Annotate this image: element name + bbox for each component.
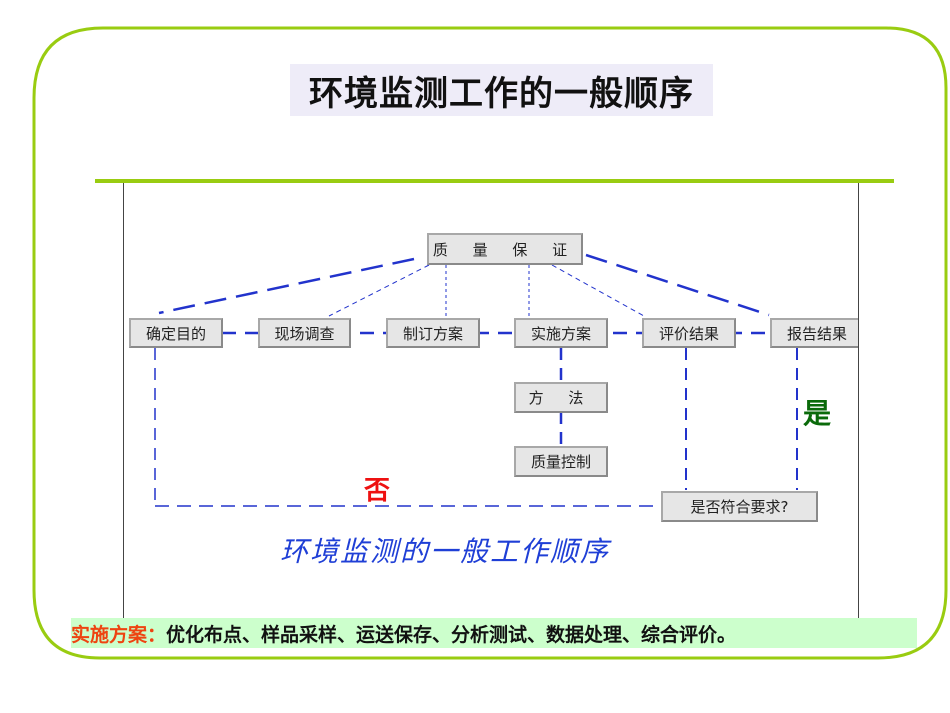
node-report-results: 报告结果 — [770, 318, 858, 348]
node-site-survey: 现场调查 — [258, 318, 351, 348]
slide-title-box: 环境监测工作的一般顺序 — [290, 64, 713, 116]
slide-title: 环境监测工作的一般顺序 — [309, 73, 694, 114]
banner-value: 优化布点、样品采样、运送保存、分析测试、数据处理、综合评价。 — [166, 623, 737, 646]
flowchart-figure: 质 量 保 证 确定目的 现场调查 制订方案 实施方案 评价结果 报告结果 方 … — [123, 183, 859, 618]
node-implement-plan: 实施方案 — [514, 318, 608, 348]
flowchart-connectors — [154, 253, 798, 507]
no-label: 否 — [364, 476, 391, 506]
node-method: 方 法 — [514, 382, 608, 413]
yes-label: 是 — [803, 397, 832, 430]
node-define-purpose: 确定目的 — [129, 318, 223, 348]
diagram-caption: 环境监测的一般工作顺序 — [280, 535, 611, 568]
node-evaluate-results: 评价结果 — [642, 318, 736, 348]
node-make-plan: 制订方案 — [386, 318, 480, 348]
node-quality-assurance: 质 量 保 证 — [427, 233, 583, 265]
connector-qa-to-report — [585, 253, 770, 317]
connector-qa-to-evaluate — [551, 264, 645, 317]
connector-qa-to-survey — [328, 264, 430, 317]
node-decision: 是否符合要求? — [661, 491, 818, 522]
title-divider — [95, 179, 894, 183]
implementation-banner: 实施方案： 优化布点、样品采样、运送保存、分析测试、数据处理、综合评价。 — [71, 618, 917, 648]
node-quality-control: 质量控制 — [514, 446, 608, 477]
rounded-border — [32, 26, 948, 660]
banner-key: 实施方案： — [71, 623, 167, 646]
connector-qa-to-purpose — [158, 257, 415, 315]
